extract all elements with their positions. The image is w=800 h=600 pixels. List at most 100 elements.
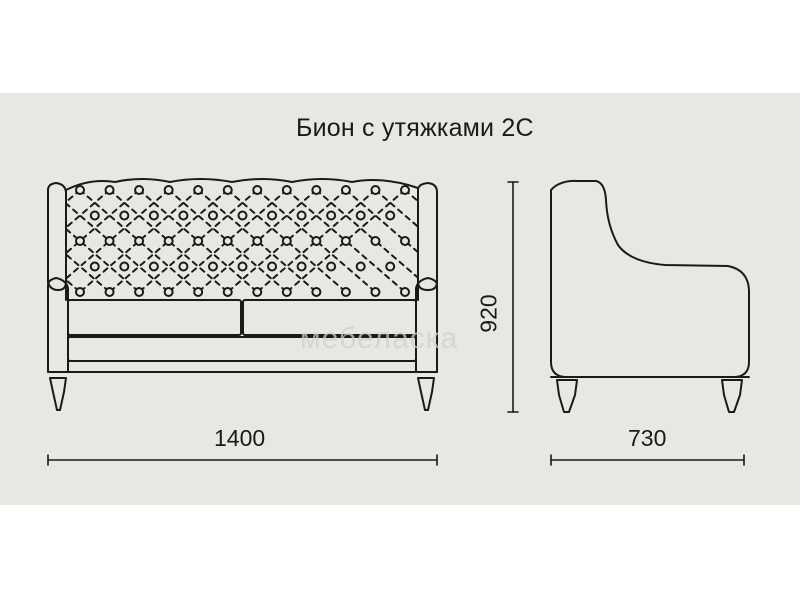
tuft-button	[311, 287, 322, 297]
tuft-button	[75, 287, 85, 297]
tuft-button	[148, 210, 159, 221]
product-title: Бион с утяжками 2С	[296, 114, 534, 142]
tuft-button	[355, 210, 366, 221]
tuft-button	[237, 261, 248, 272]
tuft-button	[340, 236, 351, 246]
tuft-seam	[67, 228, 141, 293]
tuft-button	[252, 287, 263, 297]
tuft-button	[252, 185, 263, 195]
tuft-button	[326, 210, 337, 221]
tuft-button	[163, 185, 174, 195]
side-profile	[550, 179, 750, 378]
tuft-button	[385, 261, 396, 272]
depth-label: 730	[628, 425, 667, 451]
tuft-button	[134, 236, 145, 246]
tuft-button	[370, 185, 381, 195]
tuft-button	[281, 236, 292, 246]
tuft-button	[296, 210, 307, 221]
tuft-button	[237, 210, 248, 221]
front-leg-left	[49, 377, 67, 411]
front-left-arm	[47, 182, 67, 291]
tuft-button	[340, 287, 351, 297]
tuft-button	[207, 210, 218, 221]
front-view	[47, 178, 438, 411]
tuft-button	[252, 236, 263, 246]
tuft-button	[119, 261, 130, 272]
front-right-arm	[417, 182, 438, 291]
tuft-seam	[256, 189, 377, 293]
tuft-seam	[108, 189, 229, 293]
seat-cushion-left	[67, 299, 242, 336]
tufting-pattern	[0, 185, 417, 297]
tuft-button	[119, 210, 130, 221]
tuft-button	[311, 185, 322, 195]
tuft-button	[370, 236, 381, 246]
tuft-seam	[285, 189, 406, 293]
tuft-button	[385, 210, 396, 221]
side-leg-left	[556, 379, 578, 413]
tuft-seam	[0, 190, 50, 292]
front-backrest	[65, 178, 419, 301]
tuft-button	[178, 210, 189, 221]
tuft-button	[163, 287, 174, 297]
tuft-button	[178, 261, 189, 272]
tuft-seam	[197, 189, 318, 293]
watermark: мебеласка	[300, 322, 459, 355]
tuft-button	[400, 236, 410, 246]
tuft-button	[75, 236, 85, 246]
tuft-button	[281, 185, 292, 195]
tuft-button	[89, 210, 100, 221]
front-left-arm-lower	[47, 277, 69, 373]
tuft-seam	[79, 189, 200, 293]
tuft-button	[104, 287, 115, 297]
tuft-button	[134, 185, 145, 195]
tuft-button	[75, 185, 85, 195]
tuft-seam	[315, 189, 417, 279]
tuft-seam	[226, 189, 347, 293]
tuft-button	[134, 287, 145, 297]
tuft-seam	[138, 189, 259, 293]
height-label: 920	[475, 294, 502, 333]
tuft-seam	[108, 189, 229, 293]
tuft-seam	[285, 189, 406, 293]
tuft-button	[311, 236, 322, 246]
tuft-seam	[167, 189, 288, 293]
tuft-seam	[79, 189, 200, 293]
tuft-seam	[374, 189, 417, 228]
tuft-button	[296, 261, 307, 272]
tuft-seam	[226, 189, 347, 293]
width-label: 1400	[214, 425, 266, 451]
tuft-button	[193, 287, 204, 297]
tuft-seam	[167, 189, 288, 293]
tuft-seam	[197, 189, 318, 293]
tuft-button	[370, 287, 381, 297]
tuft-button	[267, 210, 278, 221]
tuft-seam	[67, 202, 170, 293]
tuft-button	[207, 261, 218, 272]
tuft-button	[400, 287, 410, 297]
tuft-button	[326, 261, 337, 272]
side-view	[550, 179, 750, 413]
front-leg-right	[417, 377, 435, 411]
tuft-button	[222, 236, 233, 246]
side-leg-right	[721, 379, 743, 413]
tuft-seam	[0, 190, 21, 292]
tuft-button	[222, 287, 233, 297]
tuft-button	[222, 185, 233, 195]
tuft-seam	[138, 189, 259, 293]
tuft-seam	[67, 189, 170, 280]
tuft-button	[355, 261, 366, 272]
tuft-button	[400, 185, 410, 195]
tuft-seam	[256, 189, 377, 293]
seat-cushion-right	[242, 299, 417, 336]
tuft-button	[340, 185, 351, 195]
tuft-button	[267, 261, 278, 272]
tuft-button	[193, 236, 204, 246]
tuft-seam	[67, 253, 111, 293]
tuft-button	[193, 185, 204, 195]
tuft-button	[104, 185, 115, 195]
tuft-button	[104, 236, 115, 246]
tuft-button	[148, 261, 159, 272]
tuft-seam	[404, 189, 417, 202]
